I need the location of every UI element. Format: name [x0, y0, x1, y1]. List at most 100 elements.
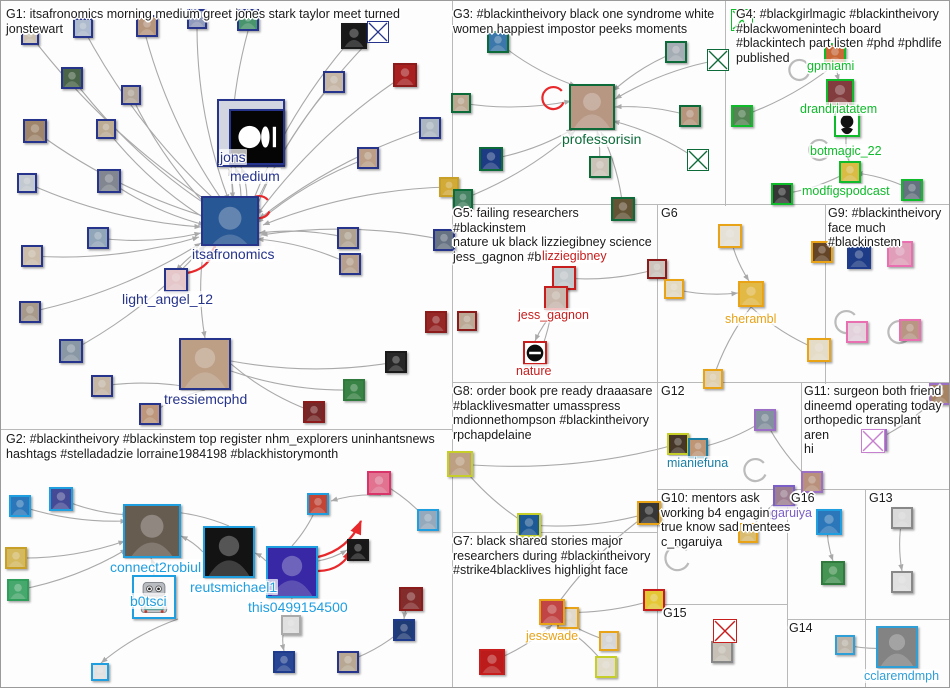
graph-edge	[108, 180, 206, 226]
graph-node-light_angel_12[interactable]	[164, 268, 188, 292]
graph-node-avatar[interactable]	[139, 403, 161, 425]
graph-node-avatar[interactable]	[589, 156, 611, 178]
graph-node-avatar[interactable]	[337, 651, 359, 673]
graph-node-avatar[interactable]	[393, 619, 415, 641]
graph-node-avatar[interactable]	[901, 179, 923, 201]
missing-avatar-icon[interactable]	[707, 49, 729, 71]
graph-node-avatar[interactable]	[7, 579, 29, 601]
graph-node-avatar[interactable]	[307, 493, 329, 515]
graph-node-avatar[interactable]	[281, 615, 301, 635]
graph-node-avatar[interactable]	[17, 173, 37, 193]
graph-node-avatar[interactable]	[665, 41, 687, 63]
graph-node-avatar[interactable]	[595, 656, 617, 678]
graph-node-sherambl[interactable]	[738, 281, 764, 307]
group-label-G12: G12	[661, 384, 685, 398]
group-divider	[657, 382, 658, 489]
graph-node-avatar[interactable]	[337, 227, 359, 249]
graph-node-avatar[interactable]	[847, 245, 871, 269]
graph-node-avatar[interactable]	[23, 119, 47, 143]
graph-node-avatar[interactable]	[323, 71, 345, 93]
node-label-mianiefuna: mianiefuna	[666, 456, 730, 470]
node-label-medium: medium	[229, 168, 281, 184]
graph-node-professorisin[interactable]	[569, 84, 615, 130]
graph-node-avatar[interactable]	[21, 245, 43, 267]
graph-node-avatar[interactable]	[718, 224, 742, 248]
graph-node-avatar[interactable]	[61, 67, 83, 89]
graph-node-avatar[interactable]	[59, 339, 83, 363]
graph-node-avatar[interactable]	[479, 649, 505, 675]
graph-node-avatar[interactable]	[91, 663, 109, 681]
graph-node-avatar[interactable]	[451, 93, 471, 113]
graph-node-avatar[interactable]	[599, 631, 619, 651]
graph-node-avatar[interactable]	[393, 63, 417, 87]
graph-node-avatar[interactable]	[347, 539, 369, 561]
missing-avatar-icon[interactable]	[731, 9, 753, 31]
graph-node-avatar[interactable]	[731, 105, 753, 127]
graph-node-nature[interactable]	[523, 341, 547, 365]
graph-node-avatar[interactable]	[457, 311, 477, 331]
graph-node-avatar[interactable]	[19, 301, 41, 323]
missing-avatar-icon[interactable]	[713, 619, 737, 643]
graph-node-avatar[interactable]	[846, 321, 868, 343]
graph-node-avatar[interactable]	[303, 401, 325, 423]
graph-edge	[34, 130, 214, 220]
graph-node-connect2robiul[interactable]	[123, 504, 181, 558]
graph-node-tressiemcphd[interactable]	[179, 338, 231, 390]
graph-node-avatar[interactable]	[887, 241, 913, 267]
graph-node-avatar[interactable]	[91, 375, 113, 397]
graph-node-avatar[interactable]	[339, 253, 361, 275]
graph-node-jess_gagnon[interactable]	[544, 286, 568, 310]
graph-node-avatar[interactable]	[367, 471, 391, 495]
graph-node-avatar[interactable]	[891, 507, 913, 529]
graph-node-avatar[interactable]	[899, 319, 921, 341]
graph-node-avatar[interactable]	[801, 471, 823, 493]
graph-node-avatar[interactable]	[419, 117, 441, 139]
graph-node-avatar[interactable]	[357, 147, 379, 169]
graph-node-avatar[interactable]	[187, 9, 207, 29]
missing-avatar-icon[interactable]	[687, 149, 709, 171]
graph-node-avatar[interactable]	[771, 183, 793, 205]
graph-node-avatar[interactable]	[479, 147, 503, 171]
graph-node-avatar[interactable]	[711, 641, 733, 663]
graph-node-avatar[interactable]	[891, 571, 913, 593]
graph-node-avatar[interactable]	[385, 351, 407, 373]
graph-node-cclaremdmph[interactable]	[876, 626, 918, 668]
graph-node-avatar[interactable]	[237, 9, 259, 31]
graph-node-avatar[interactable]	[754, 409, 776, 431]
graph-node-avatar[interactable]	[5, 547, 27, 569]
graph-node-avatar[interactable]	[343, 379, 365, 401]
graph-node-avatar[interactable]	[399, 587, 423, 611]
graph-node-avatar[interactable]	[87, 227, 109, 249]
graph-node-avatar[interactable]	[96, 119, 116, 139]
graph-node-avatar[interactable]	[425, 311, 447, 333]
graph-node-avatar[interactable]	[807, 338, 831, 362]
node-label-modfigspodcast: modfigspodcast	[801, 184, 891, 198]
graph-node-avatar[interactable]	[97, 169, 121, 193]
graph-node-avatar[interactable]	[433, 229, 455, 251]
graph-node-avatar[interactable]	[637, 501, 661, 525]
graph-node-avatar[interactable]	[417, 509, 439, 531]
graph-node-avatar[interactable]	[49, 487, 73, 511]
graph-node-jesswade[interactable]	[539, 599, 565, 625]
graph-node-avatar[interactable]	[835, 635, 855, 655]
graph-edge	[105, 128, 210, 222]
graph-node-itsafronomics[interactable]	[201, 196, 259, 246]
graph-node-avatar[interactable]	[9, 495, 31, 517]
graph-node-avatar[interactable]	[121, 85, 141, 105]
graph-node-mianiefuna[interactable]	[688, 438, 708, 458]
graph-node-avatar[interactable]	[821, 561, 845, 585]
node-label-professorisin: professorisin	[561, 131, 643, 147]
graph-node-avatar[interactable]	[811, 241, 833, 263]
graph-node-avatar[interactable]	[664, 279, 684, 299]
graph-node-avatar[interactable]	[273, 651, 295, 673]
graph-node-avatar[interactable]	[667, 433, 689, 455]
graph-node-avatar[interactable]	[643, 589, 665, 611]
group-divider	[453, 382, 949, 383]
graph-node-reutsmichael1[interactable]	[203, 526, 255, 578]
graph-node-modfigspodcast[interactable]	[839, 161, 861, 183]
graph-edge	[330, 494, 382, 502]
graph-node-avatar[interactable]	[679, 105, 701, 127]
graph-node-avatar[interactable]	[816, 509, 842, 535]
graph-edge	[145, 36, 228, 208]
